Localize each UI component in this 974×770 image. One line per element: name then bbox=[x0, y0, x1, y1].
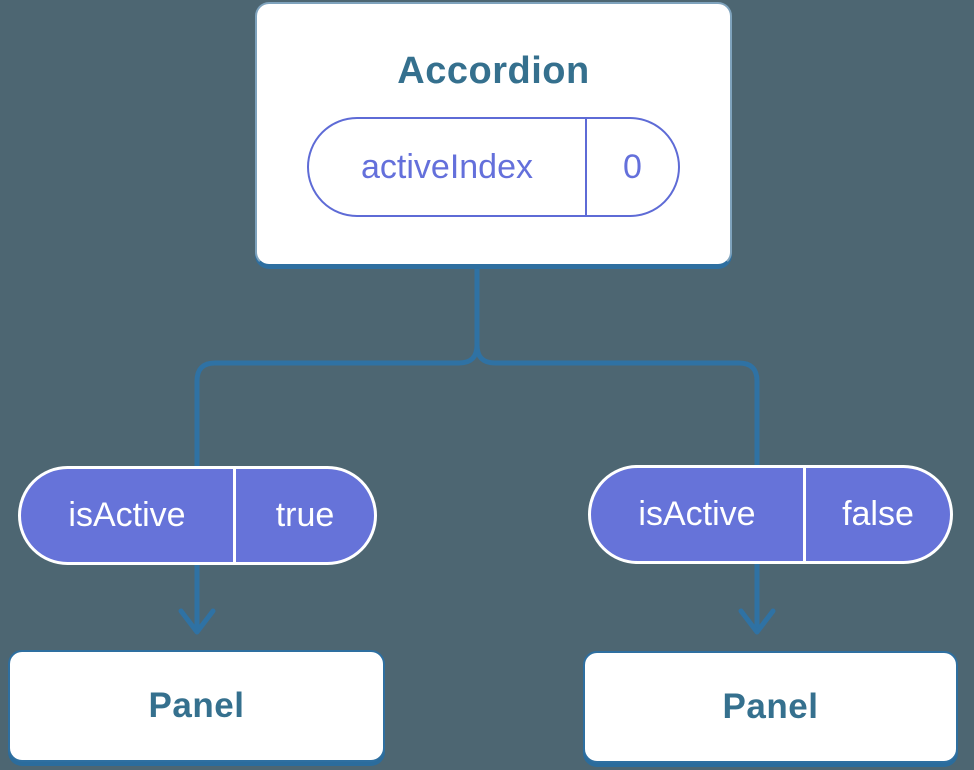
prop-name-label: isActive bbox=[21, 469, 236, 562]
state-pill-activeindex: activeIndex 0 bbox=[307, 117, 680, 217]
prop-pill-isactive-false: isActive false bbox=[588, 465, 953, 564]
prop-pill-isactive-true: isActive true bbox=[18, 466, 377, 565]
accordion-component-node: Accordion activeIndex 0 bbox=[255, 2, 732, 266]
prop-value-label: false bbox=[842, 495, 914, 533]
state-name-label: activeIndex bbox=[309, 119, 587, 215]
prop-value-label: true bbox=[275, 496, 335, 534]
component-title: Accordion bbox=[397, 50, 590, 92]
panel-node-right: Panel bbox=[583, 651, 958, 763]
connector-right-branch bbox=[474, 342, 760, 633]
connector-left-branch bbox=[194, 264, 480, 633]
panel-title: Panel bbox=[722, 687, 819, 726]
arrowhead-right-icon bbox=[738, 608, 776, 635]
panel-title: Panel bbox=[148, 686, 245, 725]
arrowhead-left-icon bbox=[178, 608, 216, 635]
panel-node-left: Panel bbox=[8, 650, 385, 762]
prop-name-label: isActive bbox=[591, 468, 806, 561]
state-value-label: 0 bbox=[623, 147, 642, 186]
